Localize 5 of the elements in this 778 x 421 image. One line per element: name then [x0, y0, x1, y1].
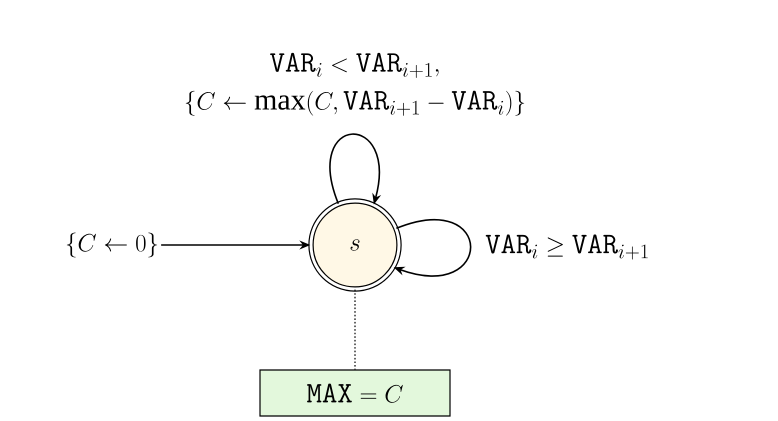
output-box: $\mathtt{MAX} = C$	[259, 369, 451, 417]
edge-label: $\begin{array}{c}\mathtt{VAR}_i < \mathtt{VAR}_{i+1},\\ \{C \leftarrow \max(C, \mathtt{VAR}_{i+1} - \mathtt{VAR}_i)\}\end{array}$	[186, 52, 524, 116]
connector-line	[354, 290, 356, 370]
edge-label: $\mathtt{VAR}_i \geq \mathtt{VAR}_{i+1}$	[486, 234, 648, 260]
initial-text: $\{C \leftarrow 0\}$	[66, 232, 158, 258]
